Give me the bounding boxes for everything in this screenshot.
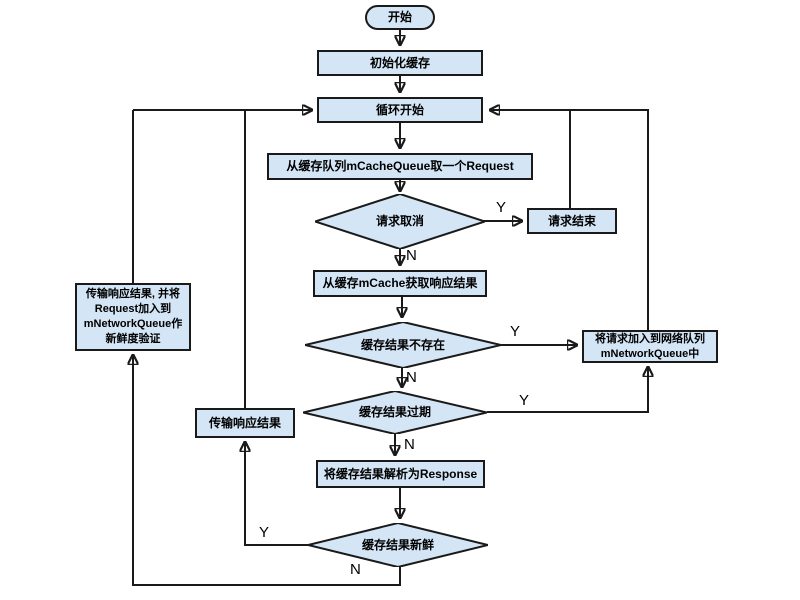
node-transmit-and-validate: 传输响应结果, 并将 Request加入到 mNetworkQueue作 新鲜度… (75, 283, 191, 351)
diamond-shape (308, 523, 488, 567)
node-cache-fresh-label: 缓存结果新鲜 (361, 537, 434, 552)
node-add-to-network-queue: 将请求加入到网络队列 mNetworkQueue中 (582, 330, 718, 363)
label-fresh-no: N (350, 561, 361, 578)
node-loop-start: 循环开始 (317, 97, 483, 123)
label-missing-no: N (406, 369, 417, 386)
node-cache-fresh: 缓存结果新鲜 (308, 523, 488, 567)
diamond-shape (315, 194, 485, 249)
node-transmit-response: 传输响应结果 (195, 408, 295, 438)
label-fresh-yes: Y (259, 524, 270, 541)
node-start: 开始 (365, 5, 435, 30)
edge-expired-yes-to-network (487, 367, 648, 413)
node-request-cancelled: 请求取消 (315, 194, 485, 249)
label-cancel-yes: Y (496, 199, 507, 216)
label-missing-yes: Y (510, 323, 521, 340)
node-request-cancelled-label: 请求取消 (375, 214, 424, 228)
node-init-cache: 初始化缓存 (317, 50, 483, 76)
edge-network-return-to-loop (490, 110, 649, 330)
label-expired-yes: Y (519, 392, 530, 409)
node-cache-expired: 缓存结果过期 (303, 391, 487, 434)
node-parse-response: 将缓存结果解析为Response (316, 460, 485, 488)
label-cancel-no: N (406, 247, 417, 264)
node-request-end: 请求结束 (527, 208, 617, 234)
label-expired-no: N (404, 436, 415, 453)
edge-fresh-yes-to-transmit (245, 442, 308, 546)
edge-fresh-no-to-validate (133, 355, 401, 586)
node-cache-expired-label: 缓存结果过期 (358, 405, 431, 419)
node-cache-missing-label: 缓存结果不存在 (360, 337, 445, 352)
diamond-shape (303, 391, 487, 434)
node-cache-missing: 缓存结果不存在 (305, 322, 501, 368)
node-take-request: 从缓存队列mCacheQueue取一个Request (267, 153, 533, 180)
node-get-response: 从缓存mCache获取响应结果 (313, 270, 487, 297)
diamond-shape (305, 322, 501, 368)
